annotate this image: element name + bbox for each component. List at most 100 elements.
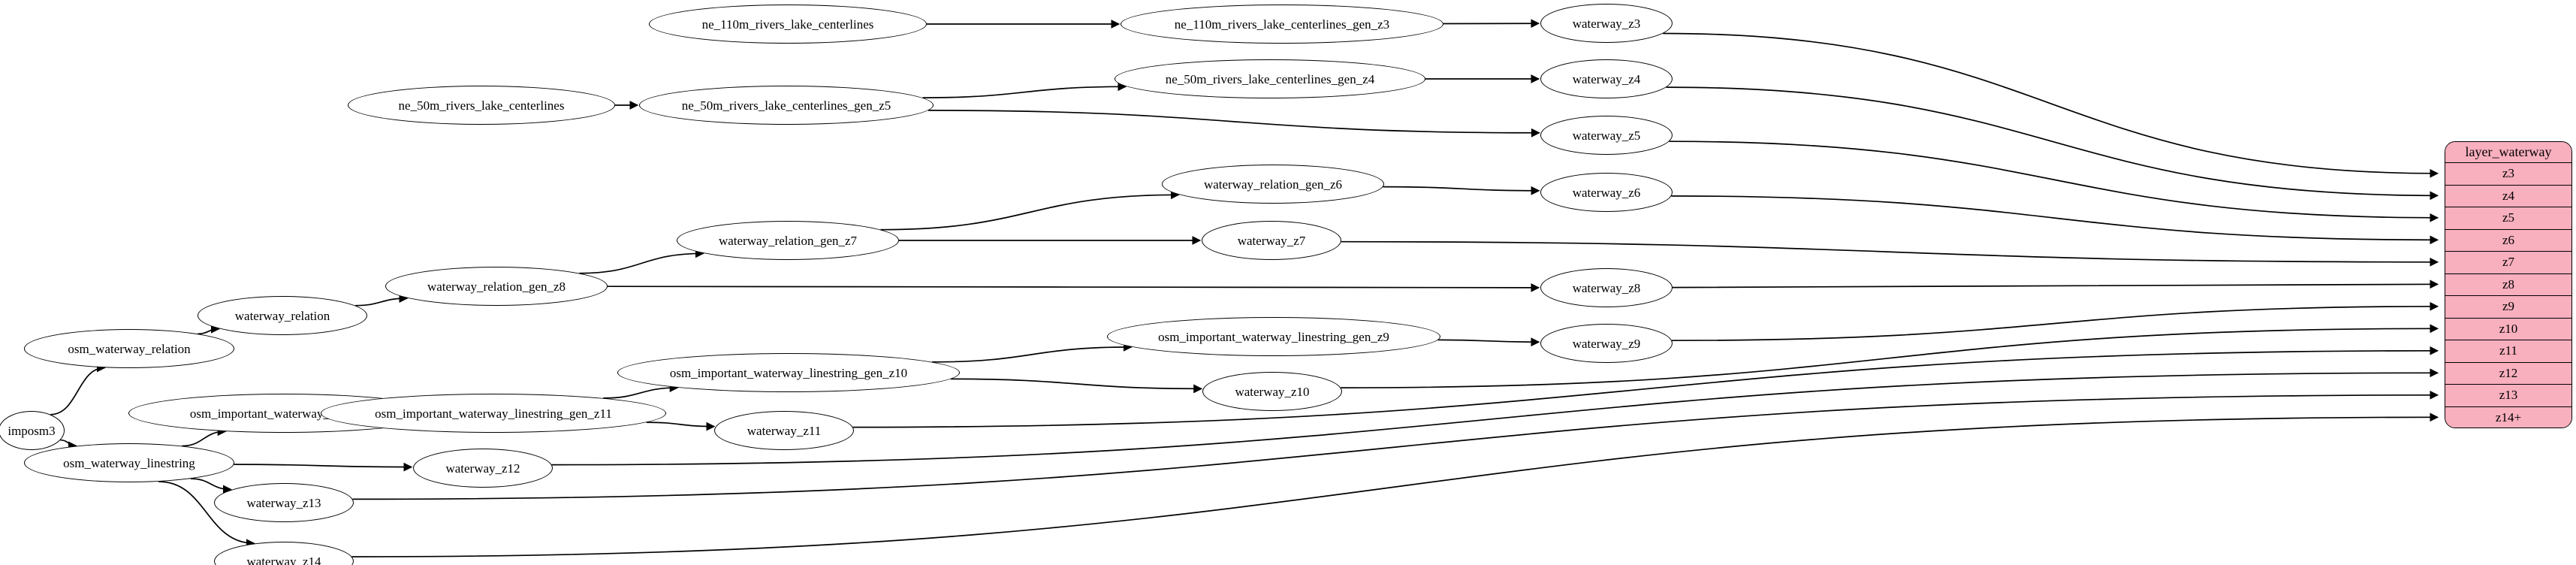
edge-waterway_relation-to-waterway_relation_gen_z8	[355, 294, 409, 307]
legend-row-z9[interactable]: z9	[2445, 296, 2571, 319]
node-waterway_z10[interactable]: waterway_z10	[1202, 372, 1342, 411]
node-label: waterway_relation	[234, 308, 330, 323]
edge-ne_50m_rivers_lake_centerlines_gen_z5-to-ne_50m_rivers_lake_centerlines_gen_z4	[922, 82, 1127, 98]
edge-waterway_relation_gen_z8-to-waterway_z8	[607, 282, 1540, 292]
edge-imposm3-to-osm_waterway_relation	[50, 363, 106, 415]
node-waterway_z3[interactable]: waterway_z3	[1540, 4, 1673, 43]
edge-waterway_z4-to-layer-z4	[1666, 86, 2439, 201]
node-osm_important_waterway_linestring_gen_z9[interactable]: osm_important_waterway_linestring_gen_z9	[1107, 317, 1440, 356]
node-ne_110m_rivers_lake_centerlines_gen_z3[interactable]: ne_110m_rivers_lake_centerlines_gen_z3	[1121, 5, 1443, 44]
node-waterway_relation_gen_z7[interactable]: waterway_relation_gen_z7	[677, 221, 899, 260]
node-waterway_z6[interactable]: waterway_z6	[1540, 173, 1673, 212]
node-label: osm_important_waterway_linestring_gen_z1…	[375, 406, 612, 421]
edge-waterway_z6-to-layer-z6	[1671, 195, 2439, 245]
node-ne_50m_rivers_lake_centerlines[interactable]: ne_50m_rivers_lake_centerlines	[348, 86, 615, 125]
edge-waterway_z5-to-layer-z5	[1669, 140, 2439, 222]
node-waterway_z5[interactable]: waterway_z5	[1540, 116, 1673, 155]
node-imposm3[interactable]: imposm3	[0, 411, 65, 450]
edge-ne_50m_rivers_lake_centerlines_gen_z5-to-waterway_z5	[928, 110, 1540, 137]
edge-waterway_relation_gen_z7-to-waterway_relation_gen_z6	[880, 190, 1180, 231]
edge-osm_waterway_relation-to-waterway_relation	[198, 324, 220, 335]
node-waterway_relation_gen_z8[interactable]: waterway_relation_gen_z8	[385, 267, 608, 306]
edge-waterway_relation_gen_z8-to-waterway_relation_gen_z7	[579, 249, 704, 274]
edge-osm_important_waterway_linestring_gen_z11-to-osm_important_waterway_linestring_gen_z10	[603, 383, 679, 399]
node-label: osm_important_waterway_linestring_gen_z1…	[669, 365, 908, 380]
edge-osm_waterway_linestring-to-waterway_z13	[190, 478, 232, 494]
legend-row-z3[interactable]: z3	[2445, 163, 2571, 186]
node-osm_important_waterway_linestring_gen_z11[interactable]: osm_important_waterway_linestring_gen_z1…	[321, 394, 666, 433]
legend-row-z6[interactable]: z6	[2445, 229, 2571, 252]
node-waterway_z13[interactable]: waterway_z13	[214, 483, 354, 522]
legend-row-z14plus[interactable]: z14+	[2445, 406, 2571, 428]
edge-osm_waterway_linestring-to-osm_important_waterway_linestring	[182, 427, 227, 447]
edge-osm_waterway_linestring-to-waterway_z14	[158, 481, 255, 548]
node-label: imposm3	[8, 423, 56, 438]
node-label: waterway_relation_gen_z7	[718, 233, 858, 248]
node-label: waterway_z10	[1235, 384, 1310, 399]
node-ne_50m_rivers_lake_centerlines_gen_z4[interactable]: ne_50m_rivers_lake_centerlines_gen_z4	[1115, 59, 1425, 98]
node-waterway_relation[interactable]: waterway_relation	[198, 296, 367, 335]
node-label: waterway_z4	[1572, 71, 1641, 86]
node-osm_waterway_relation[interactable]: osm_waterway_relation	[24, 329, 234, 368]
node-label: waterway_z6	[1572, 185, 1641, 200]
node-ne_110m_rivers_lake_centerlines[interactable]: ne_110m_rivers_lake_centerlines	[649, 5, 927, 44]
edge-waterway_z7-to-layer-z7	[1341, 240, 2439, 267]
edge-osm_important_waterway_linestring_gen_z10-to-waterway_z10	[950, 378, 1203, 394]
node-label: osm_waterway_relation	[68, 341, 191, 356]
legend-row-z13[interactable]: z13	[2445, 385, 2571, 407]
node-label: waterway_relation_gen_z8	[427, 279, 566, 294]
node-label: ne_110m_rivers_lake_centerlines	[701, 17, 874, 32]
edge-waterway_z3-to-layer-z3	[1663, 32, 2439, 178]
edge-waterway_z8-to-layer-z8	[1672, 279, 2439, 289]
node-osm_waterway_linestring[interactable]: osm_waterway_linestring	[24, 443, 234, 482]
node-waterway_z7[interactable]: waterway_z7	[1202, 221, 1341, 260]
node-label: waterway_z9	[1572, 336, 1641, 351]
legend-row-z5[interactable]: z5	[2445, 207, 2571, 230]
node-label: osm_important_waterway_linestring_gen_z9	[1158, 329, 1389, 344]
node-label: ne_110m_rivers_lake_centerlines_gen_z3	[1174, 17, 1390, 32]
node-waterway_z9[interactable]: waterway_z9	[1540, 324, 1673, 363]
edge-waterway_z10-to-layer-z10	[1341, 324, 2439, 388]
node-label: ne_50m_rivers_lake_centerlines_gen_z5	[681, 98, 891, 113]
node-label: waterway_z3	[1572, 16, 1641, 31]
legend-row-z10[interactable]: z10	[2445, 318, 2571, 340]
edge-imposm3-to-osm_waterway_linestring	[60, 439, 77, 451]
node-osm_important_waterway_linestring_gen_z10[interactable]: osm_important_waterway_linestring_gen_z1…	[617, 353, 960, 392]
edge-waterway_z11-to-layer-z11	[852, 346, 2439, 428]
edge-osm_important_waterway_linestring_gen_z11-to-waterway_z11	[646, 421, 716, 431]
node-label: waterway_z14	[246, 554, 321, 565]
legend-row-z11[interactable]: z11	[2445, 340, 2571, 363]
node-label: ne_50m_rivers_lake_centerlines_gen_z4	[1165, 71, 1375, 86]
node-waterway_z8[interactable]: waterway_z8	[1540, 268, 1673, 307]
edge-waterway_z9-to-layer-z9	[1671, 301, 2439, 342]
legend-row-z4[interactable]: z4	[2445, 185, 2571, 207]
edge-waterway_z13-to-layer-z13	[352, 390, 2439, 500]
edge-waterway_z14-to-layer-z14+	[351, 412, 2439, 557]
node-waterway_z4[interactable]: waterway_z4	[1540, 59, 1673, 98]
legend-row-z7[interactable]: z7	[2445, 252, 2571, 274]
edge-osm_waterway_linestring-to-waterway_z12	[234, 462, 413, 472]
node-label: waterway_relation_gen_z6	[1203, 177, 1343, 192]
node-label: waterway_z8	[1572, 280, 1641, 295]
node-label: waterway_z7	[1237, 233, 1306, 248]
edge-osm_important_waterway_linestring_gen_z9-to-waterway_z9	[1437, 337, 1540, 347]
edge-waterway_z12-to-layer-z12	[551, 368, 2439, 466]
node-label: waterway_z5	[1572, 128, 1641, 143]
node-ne_50m_rivers_lake_centerlines_gen_z5[interactable]: ne_50m_rivers_lake_centerlines_gen_z5	[639, 86, 934, 125]
edge-group	[50, 19, 2439, 557]
node-label: waterway_z12	[445, 461, 520, 476]
node-label: ne_50m_rivers_lake_centerlines	[398, 98, 565, 113]
legend-row-z8[interactable]: z8	[2445, 273, 2571, 296]
node-waterway_z12[interactable]: waterway_z12	[413, 449, 553, 488]
node-waterway_relation_gen_z6[interactable]: waterway_relation_gen_z6	[1162, 165, 1384, 204]
edge-osm_important_waterway_linestring_gen_z10-to-osm_important_waterway_linestring_gen_z9	[931, 342, 1133, 363]
node-label: osm_waterway_linestring	[63, 455, 195, 470]
node-label: waterway_z13	[246, 495, 321, 510]
legend-title: layer_waterway	[2445, 142, 2571, 163]
node-waterway_z11[interactable]: waterway_z11	[714, 411, 854, 450]
edge-waterway_relation_gen_z6-to-waterway_z6	[1383, 186, 1540, 195]
legend-row-z12[interactable]: z12	[2445, 362, 2571, 385]
